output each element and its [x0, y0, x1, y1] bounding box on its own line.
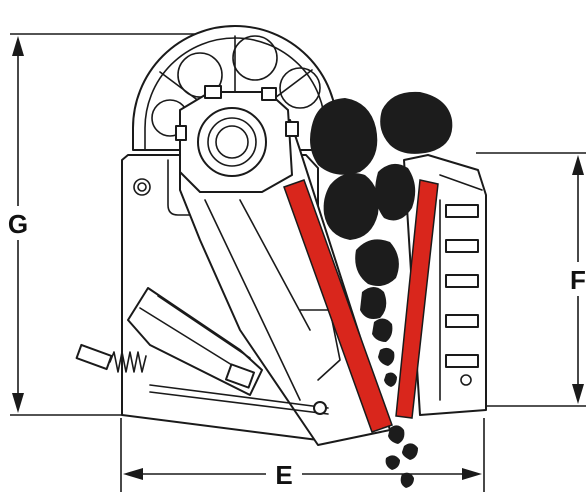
fixed-jaw-rib-3	[445, 274, 479, 288]
jaw-plates	[283, 179, 439, 433]
dimension-g: G	[8, 33, 215, 416]
rock-small-1	[372, 318, 393, 342]
tension-rod	[149, 384, 329, 409]
fixed-jaw-bolt-hole	[460, 374, 472, 386]
rock-out-2	[402, 443, 418, 460]
housing-bolt-2	[261, 87, 277, 101]
tension-spring	[109, 351, 147, 373]
housing-bolt-1	[204, 85, 222, 99]
eccentric-shaft	[215, 125, 249, 159]
dimension-e-arrow-right	[462, 468, 482, 480]
housing-bolt-4	[175, 125, 187, 141]
fixed-jaw-rib-5	[445, 354, 479, 368]
rock-large-4	[375, 163, 416, 221]
eccentric-housing	[175, 85, 299, 193]
frame-bolt-hole-left-inner	[137, 182, 147, 192]
dimension-f-label: F	[570, 265, 586, 295]
swing-jaw-plate	[283, 179, 393, 433]
rock-out-3	[385, 455, 400, 470]
swing-jaw-edge-line	[204, 199, 301, 401]
dimension-f-arrow-down	[572, 384, 584, 404]
fixed-jaw-rib-2	[445, 239, 479, 253]
flywheel-window-3	[279, 67, 321, 109]
fixed-jaw-rib-4	[445, 314, 479, 328]
fixed-jaw-top-brace	[439, 174, 483, 191]
swing-jaw-rib-line	[239, 199, 311, 331]
tension-rod-assembly	[75, 287, 329, 415]
dimension-e: E	[120, 418, 485, 492]
rock-medium-1	[355, 239, 399, 286]
rod-pin	[313, 401, 327, 415]
housing-bolt-3	[285, 121, 299, 137]
rod-nut	[75, 343, 113, 371]
tension-rod-lower	[149, 391, 329, 415]
rock-medium-2	[360, 287, 387, 319]
rock-small-2	[378, 347, 395, 366]
dimension-f-arrow-up	[572, 155, 584, 175]
flywheel-window-2	[232, 35, 278, 81]
dimension-e-arrow-left	[123, 468, 143, 480]
frame-rib	[167, 159, 201, 216]
frame-bolt-hole-left	[133, 178, 151, 196]
dimension-f: F	[476, 152, 586, 407]
dimension-g-label: G	[8, 209, 28, 239]
rock-small-3	[384, 372, 397, 387]
rod-bracket	[224, 363, 256, 389]
dimension-e-label: E	[275, 460, 292, 490]
eccentric-bearing-middle	[207, 117, 257, 167]
rock-large-1	[310, 98, 378, 175]
rock-out-4	[400, 472, 414, 488]
dimension-g-arrow-up	[12, 36, 24, 56]
dimension-g-arrow-down	[12, 393, 24, 413]
rock-out-1	[388, 425, 405, 444]
rock-large-3	[323, 172, 379, 240]
fixed-jaw-plate	[395, 179, 439, 419]
swing-jaw-toggle-seat	[299, 309, 341, 381]
rocks	[310, 91, 453, 488]
toggle-block-line-1	[139, 307, 241, 371]
fixed-jaw-rib-1	[445, 204, 479, 218]
rock-large-2	[380, 91, 453, 154]
toggle-block-line-2	[157, 295, 251, 359]
